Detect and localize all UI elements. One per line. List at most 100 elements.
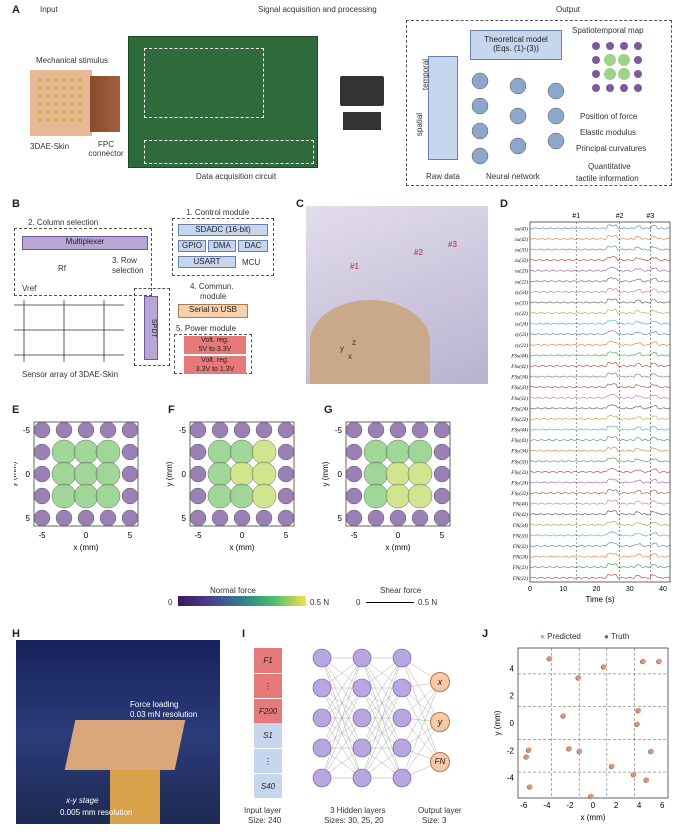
panel-label-f: F <box>168 404 175 416</box>
hidden-node <box>352 648 372 668</box>
force-node <box>277 443 295 461</box>
edge <box>361 717 403 779</box>
force-node <box>411 421 429 439</box>
gpio-block: GPIO <box>178 240 206 252</box>
axis-z: z <box>352 338 356 347</box>
x-tick-label: 0 <box>396 531 401 540</box>
trace-label: FN(33) <box>512 532 529 539</box>
x-tick-label: 30 <box>626 586 634 593</box>
sdadc-block: SDADC (16-bit) <box>178 224 268 236</box>
trace-line <box>529 287 671 293</box>
force-node <box>433 509 451 527</box>
cb-max: 0.5 N <box>310 598 330 607</box>
trace-line <box>529 340 671 346</box>
x-axis-label: x (mm) <box>74 543 99 552</box>
force-node <box>51 439 77 465</box>
y-tick-label: 4 <box>510 664 515 673</box>
trace-line <box>529 552 671 558</box>
trace-line <box>529 563 671 569</box>
panel-label-c: C <box>296 198 304 210</box>
force-node <box>255 421 273 439</box>
dac-block: DAC <box>238 240 268 252</box>
x-axis-label: x (mm) <box>581 813 606 822</box>
trace-line <box>529 308 671 315</box>
hidden-node <box>312 648 332 668</box>
trace-line <box>529 224 671 230</box>
force-node <box>121 487 139 505</box>
trace-line <box>529 436 671 442</box>
hidden-node <box>312 768 332 788</box>
predicted-point <box>526 747 532 753</box>
x-tick-label: 40 <box>659 586 667 593</box>
trace-label: FSx(22) <box>510 416 528 423</box>
power-label: 5. Power module <box>176 324 237 333</box>
event-mark: #3 <box>647 213 655 220</box>
trace-label: εy(32) <box>515 310 528 317</box>
trace-label: FN(44) <box>512 501 529 508</box>
force-node <box>121 443 139 461</box>
trace-label: FSx(24) <box>510 405 528 412</box>
force-node <box>211 509 229 527</box>
force-node <box>367 421 385 439</box>
event-mark: #2 <box>616 213 624 220</box>
force-node <box>121 421 139 439</box>
theory-line1: Theoretical model <box>484 35 548 44</box>
hidden-node <box>352 738 372 758</box>
normal-force-title: Normal force <box>210 586 256 595</box>
trace-line <box>529 404 671 410</box>
stmap-label: Spatiotemporal map <box>572 26 644 35</box>
input-s1: S1 <box>254 723 282 748</box>
predicted-point <box>547 655 553 662</box>
traces-frame <box>529 221 671 583</box>
panel-label-h: H <box>12 628 20 640</box>
input-f200: F200 <box>254 698 282 723</box>
force-loading-1: Force loading <box>130 700 179 709</box>
trace-line <box>529 446 671 452</box>
trace-label: εy(22) <box>515 342 528 349</box>
force-node <box>385 483 411 509</box>
skin-electrodes <box>36 76 82 124</box>
force-node <box>33 465 51 483</box>
predicted-point <box>609 763 615 769</box>
y-tick-label: 0 <box>338 470 343 479</box>
force-node <box>255 509 273 527</box>
force-node <box>73 439 99 465</box>
force-node <box>55 421 73 439</box>
ctrl-label: 1. Control module <box>186 208 250 217</box>
x-tick-label: -4 <box>543 801 551 810</box>
force-node <box>77 509 95 527</box>
plot-frame <box>517 647 669 799</box>
trace-line <box>529 414 671 420</box>
force-node <box>189 487 207 505</box>
dma-block: DMA <box>208 240 236 252</box>
predicted-point <box>656 658 662 664</box>
panel-label-j: J <box>482 628 489 640</box>
force-node <box>277 487 295 505</box>
hidden-node <box>312 708 332 728</box>
force-node <box>411 509 429 527</box>
x-tick-label: -6 <box>520 801 528 810</box>
y-tick-label: 0 <box>26 470 31 479</box>
skin-sample <box>64 720 186 770</box>
x-axis-label: Time (s) <box>585 595 614 604</box>
output-fn: FN <box>430 752 450 772</box>
x-tick-label: 5 <box>284 531 289 540</box>
force-node <box>389 509 407 527</box>
force-node <box>33 509 51 527</box>
trace-label: FN(22) <box>512 575 529 582</box>
mech-stimulus-label: Mechanical stimulus <box>36 56 109 65</box>
y-tick-label: 0 <box>182 470 187 479</box>
proc-title: Signal acquisition and processing <box>258 5 377 14</box>
predicted-point <box>577 748 583 754</box>
input-title: Input <box>40 5 58 14</box>
edge <box>401 681 441 749</box>
panel-label-a: A <box>12 4 20 16</box>
trace-line <box>529 330 671 336</box>
trace-label: εx(22) <box>515 278 528 285</box>
trace-label: FSx(42) <box>510 363 528 370</box>
x-tick-label: 4 <box>637 801 642 810</box>
usart-block: USART <box>178 256 236 268</box>
force-node <box>407 461 433 487</box>
force-node <box>433 487 451 505</box>
